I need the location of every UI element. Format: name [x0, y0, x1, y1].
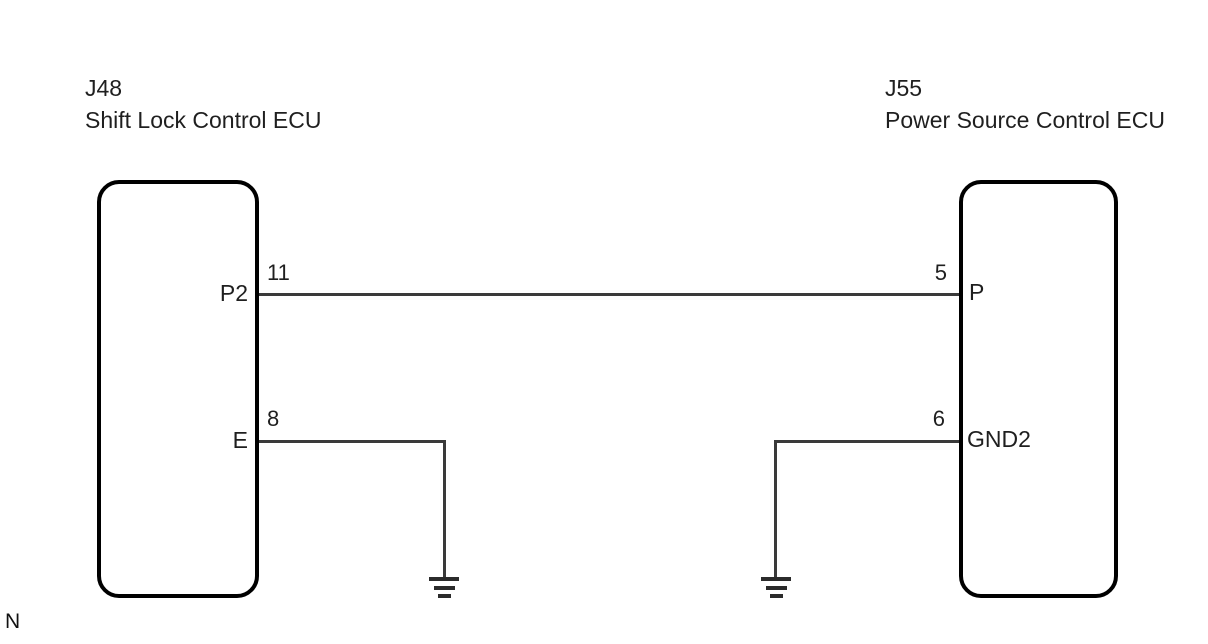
right-ecu-box: [959, 180, 1118, 598]
left-ecu-box: [97, 180, 259, 598]
terminal-label-p2: P2: [219, 280, 248, 306]
ground-bar-top: [429, 577, 459, 581]
terminal-label-gnd2: GND2: [967, 426, 1031, 452]
pin-number-5: 5: [934, 260, 947, 285]
wire-gnd2-vertical: [774, 440, 777, 578]
terminal-label-e: E: [232, 427, 248, 453]
wire-gnd2-horizontal: [774, 440, 959, 443]
pin-number-8: 8: [267, 406, 280, 431]
right-component-label: J55 Power Source Control ECU: [885, 72, 1165, 136]
ground-bar-bottom: [438, 594, 451, 598]
ground-bar-top: [761, 577, 791, 581]
pin-number-6: 6: [932, 406, 945, 431]
left-component-name: Shift Lock Control ECU: [85, 107, 322, 133]
left-component-code: J48: [85, 75, 123, 101]
ground-bar-bottom: [770, 594, 783, 598]
right-component-name: Power Source Control ECU: [885, 107, 1165, 133]
terminal-label-p: P: [969, 279, 985, 305]
wire-e-vertical: [443, 440, 446, 578]
corner-note-n: N: [5, 610, 21, 633]
pin-number-11: 11: [267, 260, 290, 285]
wire-e-horizontal: [259, 440, 446, 443]
ground-bar-middle: [434, 586, 455, 590]
right-component-code: J55: [885, 75, 923, 101]
ground-bar-middle: [766, 586, 787, 590]
left-component-label: J48 Shift Lock Control ECU: [85, 72, 321, 136]
wire-p2-to-p: [259, 293, 959, 296]
